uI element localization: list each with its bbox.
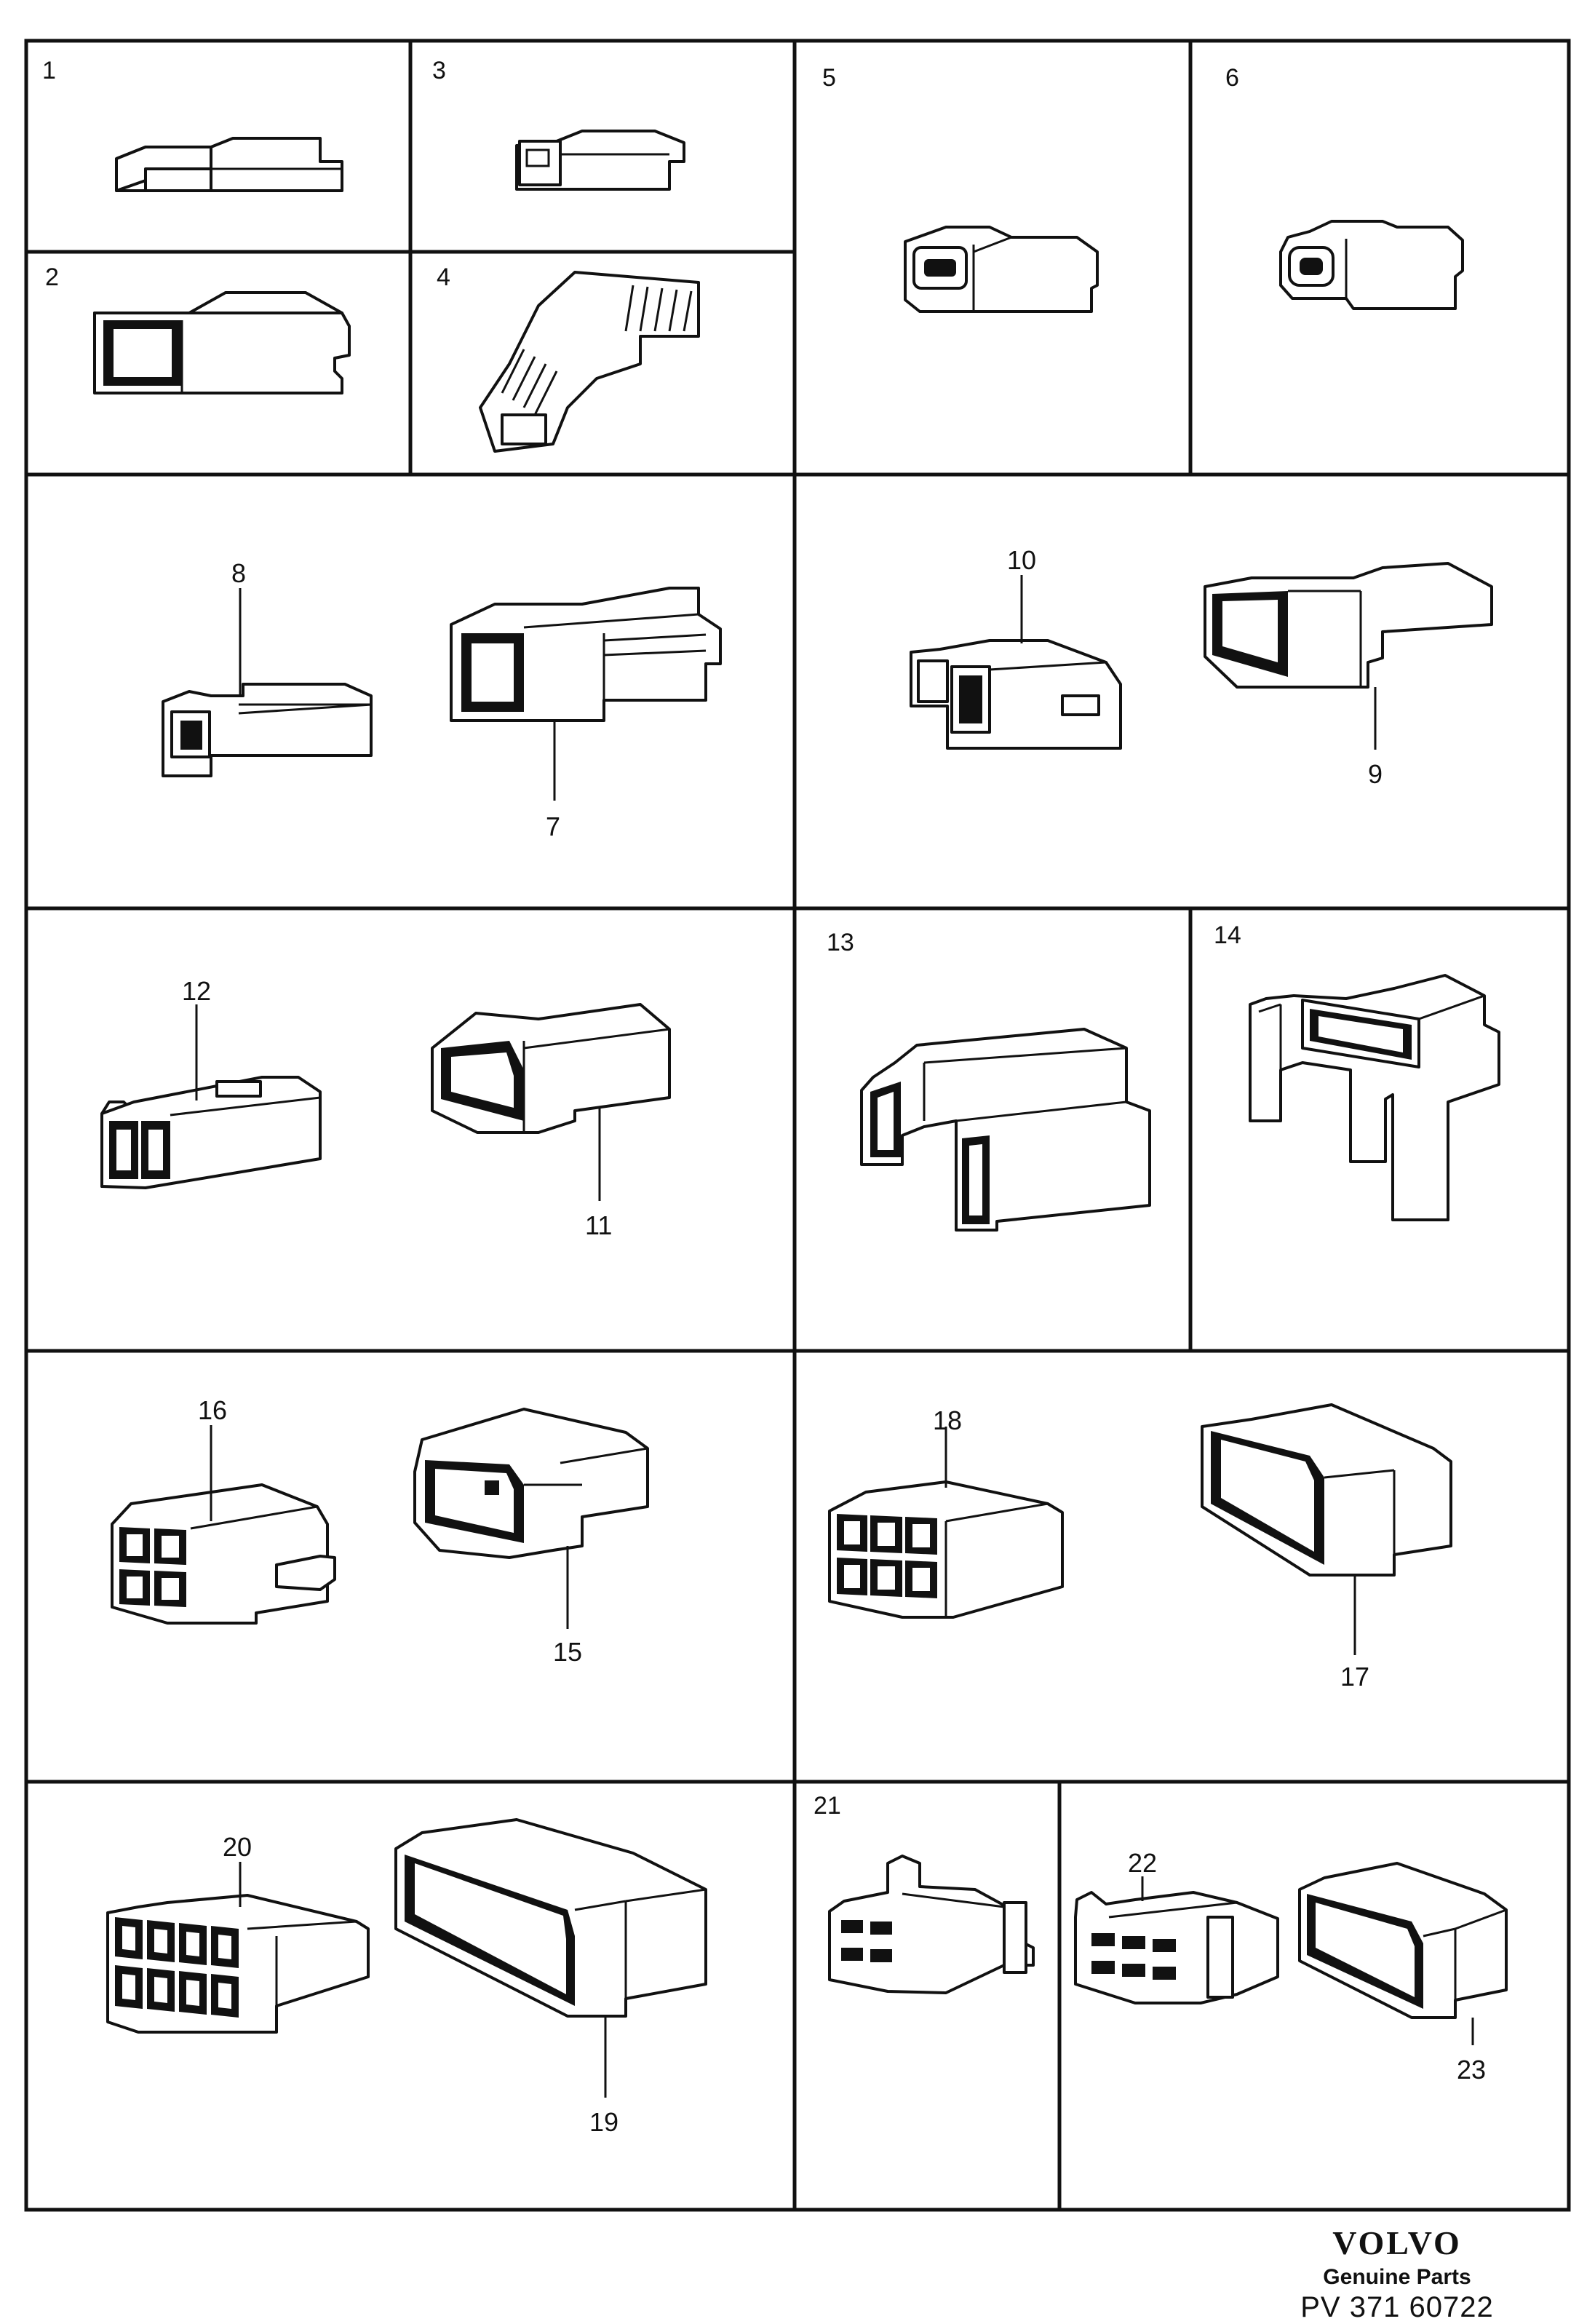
connector-part-4 bbox=[479, 271, 700, 453]
connector-part-10 bbox=[910, 639, 1122, 750]
connector-part-13 bbox=[860, 1028, 1151, 1232]
callout-15: 15 bbox=[553, 1637, 582, 1667]
callout-19: 19 bbox=[589, 2107, 618, 2137]
connector-part-2 bbox=[93, 291, 351, 394]
connector-part-22 bbox=[1074, 1891, 1279, 2004]
genuine-parts-label: Genuine Parts bbox=[1323, 2265, 1471, 2289]
callout-8: 8 bbox=[231, 558, 246, 588]
callout-20: 20 bbox=[223, 1832, 252, 1862]
callout-11: 11 bbox=[585, 1210, 612, 1240]
connector-part-11 bbox=[431, 1003, 671, 1134]
callout-22: 22 bbox=[1128, 1848, 1157, 1878]
connector-part-7 bbox=[450, 587, 722, 722]
volvo-logo: VOLVO bbox=[1332, 2224, 1462, 2261]
connector-part-3 bbox=[515, 130, 685, 191]
connector-part-18 bbox=[828, 1480, 1064, 1619]
connector-part-23 bbox=[1298, 1862, 1508, 2019]
connector-part-19 bbox=[394, 1818, 707, 2018]
connector-part-6 bbox=[1279, 220, 1464, 310]
cell-number-13: 13 bbox=[827, 929, 854, 956]
connector-part-14 bbox=[1249, 974, 1500, 1221]
cell-number-14: 14 bbox=[1214, 921, 1241, 949]
footer-branding: VOLVO Genuine Parts PV 371 60722 bbox=[1237, 2224, 1557, 2324]
callout-23: 23 bbox=[1457, 2055, 1486, 2085]
cell-number-1: 1 bbox=[42, 57, 56, 84]
connector-part-15 bbox=[413, 1408, 649, 1559]
connector-part-17 bbox=[1201, 1403, 1452, 1577]
reference-number: PV 371 60722 bbox=[1300, 2291, 1494, 2323]
grid-frame bbox=[24, 39, 1571, 2212]
callout-9: 9 bbox=[1368, 759, 1383, 789]
callout-7: 7 bbox=[546, 812, 560, 841]
callout-12: 12 bbox=[182, 976, 211, 1006]
callout-17: 17 bbox=[1340, 1662, 1369, 1692]
cell-number-21: 21 bbox=[814, 1792, 841, 1820]
connector-part-5 bbox=[904, 226, 1099, 313]
connector-part-20 bbox=[106, 1894, 370, 2034]
cell-number-4: 4 bbox=[437, 263, 450, 291]
connector-part-9 bbox=[1204, 562, 1493, 689]
cell-number-5: 5 bbox=[822, 64, 836, 92]
connector-part-21 bbox=[828, 1855, 1035, 1994]
cell-number-2: 2 bbox=[45, 263, 59, 291]
connector-part-16 bbox=[111, 1483, 336, 1625]
callout-18: 18 bbox=[933, 1405, 962, 1435]
cell-number-3: 3 bbox=[432, 57, 446, 84]
callout-10: 10 bbox=[1007, 545, 1036, 575]
connector-part-12 bbox=[100, 1076, 322, 1189]
connector-part-1 bbox=[115, 137, 343, 192]
connector-part-8 bbox=[162, 683, 373, 777]
cell-number-6: 6 bbox=[1225, 64, 1239, 92]
callout-16: 16 bbox=[198, 1395, 227, 1425]
